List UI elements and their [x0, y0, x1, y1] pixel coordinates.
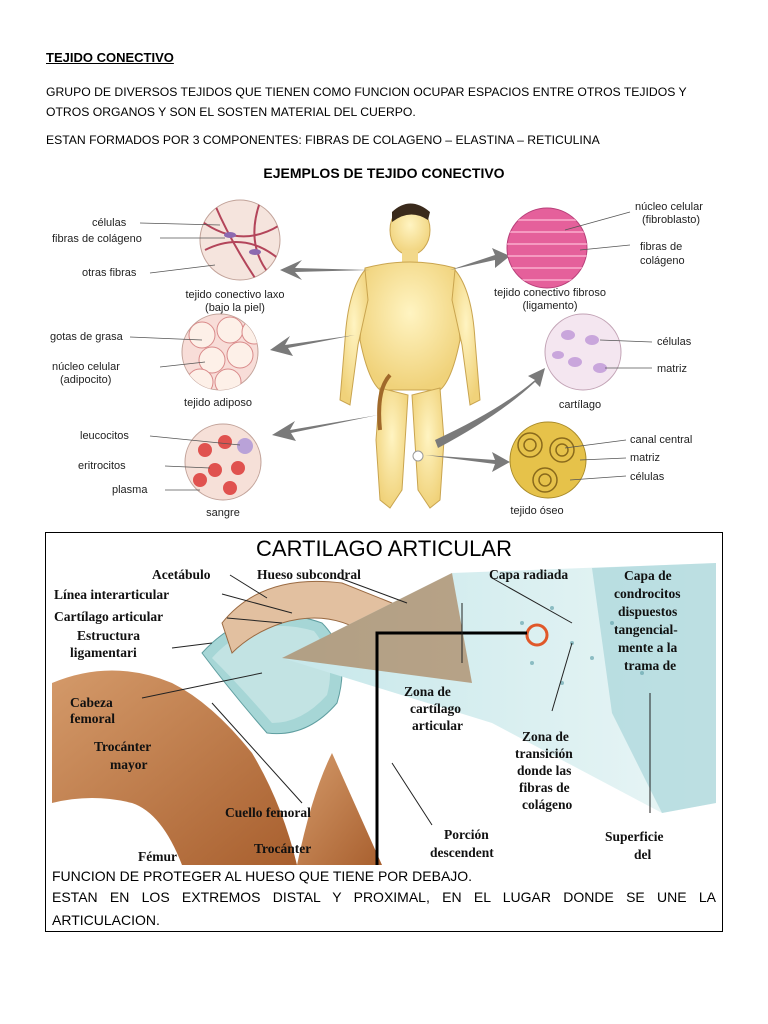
- label-cartilago: cartílago: [559, 399, 601, 411]
- label-trocanter: Trocánter: [254, 841, 311, 856]
- label-gotas-grasa: gotas de grasa: [50, 331, 124, 343]
- label-ligamento: (ligamento): [522, 300, 577, 312]
- label-capa-4: tangencial-: [614, 622, 678, 637]
- label-celulas-cartilago: células: [657, 336, 692, 348]
- caption-location: ESTAN EN LOS EXTREMOS DISTAL Y PROXIMAL,…: [52, 889, 716, 905]
- human-body-figure: [339, 203, 481, 509]
- label-zona-2: cartílago: [410, 701, 461, 716]
- label-trocanter-mayor-2: mayor: [110, 757, 148, 772]
- label-fibroblasto: (fibroblasto): [642, 214, 700, 226]
- femur-bone: [52, 670, 382, 865]
- label-capa-6: trama de: [624, 658, 676, 673]
- components-paragraph: ESTAN FORMADOS POR 3 COMPONENTES: FIBRAS…: [46, 133, 600, 147]
- label-capa-1: Capa de: [624, 568, 672, 583]
- connective-tissue-examples-illustration: células fibras de colágeno otras fibras …: [50, 199, 703, 519]
- callout-line: [375, 631, 527, 865]
- label-bajo-la-piel: (bajo la piel): [205, 302, 265, 314]
- label-capa-5: mente a la: [618, 640, 677, 655]
- label-cuello-femoral: Cuello femoral: [225, 805, 311, 820]
- document-title: TEJIDO CONECTIVO: [46, 50, 174, 65]
- label-cabeza: Cabeza: [70, 695, 113, 710]
- label-tejido-fibroso: tejido conectivo fibroso: [494, 287, 606, 299]
- tissue-arrows: [270, 248, 545, 472]
- label-matriz-oseo: matriz: [630, 452, 660, 464]
- label-ligamentari: ligamentari: [70, 645, 137, 660]
- label-capa-3: dispuestos: [618, 604, 677, 619]
- label-femoral: femoral: [70, 711, 115, 726]
- label-tejido-oseo: tejido óseo: [510, 505, 563, 517]
- label-nucleo-celular-adiposo: núcleo celular: [52, 361, 120, 373]
- label-colageno: colágeno: [640, 255, 685, 267]
- label-descendent: descendent: [430, 845, 494, 860]
- label-canal-central: canal central: [630, 434, 692, 446]
- label-linea-interarticular: Línea interarticular: [54, 587, 169, 602]
- label-capa-radiada: Capa radiada: [489, 567, 568, 582]
- label-estructura: Estructura: [77, 628, 140, 643]
- label-nucleo-celular-fibroso: núcleo celular: [635, 201, 703, 213]
- label-zona-3: articular: [412, 718, 463, 733]
- label-fibras-de: fibras de: [640, 241, 682, 253]
- label-transicion-3: donde las: [517, 763, 571, 778]
- loose-connective-tissue-circle: [199, 199, 281, 281]
- dense-fibrous-tissue-circle: [506, 207, 588, 289]
- label-trocanter-mayor-1: Trocánter: [94, 739, 151, 754]
- blood-circle: [184, 423, 262, 501]
- cartilage-circle: [544, 313, 622, 391]
- label-del: del: [634, 847, 652, 862]
- definition-paragraph: GRUPO DE DIVERSOS TEJIDOS QUE TIENEN COM…: [46, 85, 687, 119]
- label-eritrocitos: eritrocitos: [78, 460, 126, 472]
- label-sangre: sangre: [206, 507, 240, 519]
- label-leucocitos: leucocitos: [80, 430, 129, 442]
- label-plasma: plasma: [112, 484, 148, 496]
- cartilage-section-box: [45, 532, 723, 932]
- examples-title: EJEMPLOS DE TEJIDO CONECTIVO: [263, 165, 505, 181]
- caption-location-end: ARTICULACION.: [52, 912, 160, 928]
- label-acetabulo: Acetábulo: [152, 567, 211, 582]
- label-zona-1: Zona de: [404, 684, 451, 699]
- label-fibras-colageno-laxo: fibras de colágeno: [52, 233, 142, 245]
- label-transicion-4: fibras de: [519, 780, 570, 795]
- articular-cartilage-illustration: Acetábulo Hueso subcondral Línea interar…: [52, 563, 716, 865]
- caption-function: FUNCION DE PROTEGER AL HUESO QUE TIENE P…: [52, 868, 473, 884]
- label-matriz-cartilago: matriz: [657, 363, 687, 375]
- label-cartilago-articular-left: Cartílago articular: [54, 609, 163, 624]
- label-porcion: Porción: [444, 827, 489, 842]
- label-transicion-5: colágeno: [522, 797, 572, 812]
- adipose-tissue-circle: [181, 313, 259, 391]
- label-femur: Fémur: [138, 849, 177, 864]
- label-celulas-laxo: células: [92, 217, 127, 229]
- label-transicion-2: transición: [515, 746, 573, 761]
- label-tejido-laxo: tejido conectivo laxo: [185, 289, 284, 301]
- label-otras-fibras: otras fibras: [82, 267, 137, 279]
- cartilage-title: CARTILAGO ARTICULAR: [256, 536, 512, 561]
- label-tejido-adiposo: tejido adiposo: [184, 397, 252, 409]
- bone-tissue-circle: [509, 421, 587, 499]
- cartilage-zoom-wedge: [282, 563, 716, 813]
- label-celulas-oseo: células: [630, 471, 665, 483]
- label-transicion-1: Zona de: [522, 729, 569, 744]
- label-adipocito: (adipocito): [60, 374, 111, 386]
- label-superficie: Superficie: [605, 829, 664, 844]
- label-capa-2: condrocitos: [614, 586, 681, 601]
- label-hueso-subcondral: Hueso subcondral: [257, 567, 361, 582]
- callout-circle: [525, 623, 549, 647]
